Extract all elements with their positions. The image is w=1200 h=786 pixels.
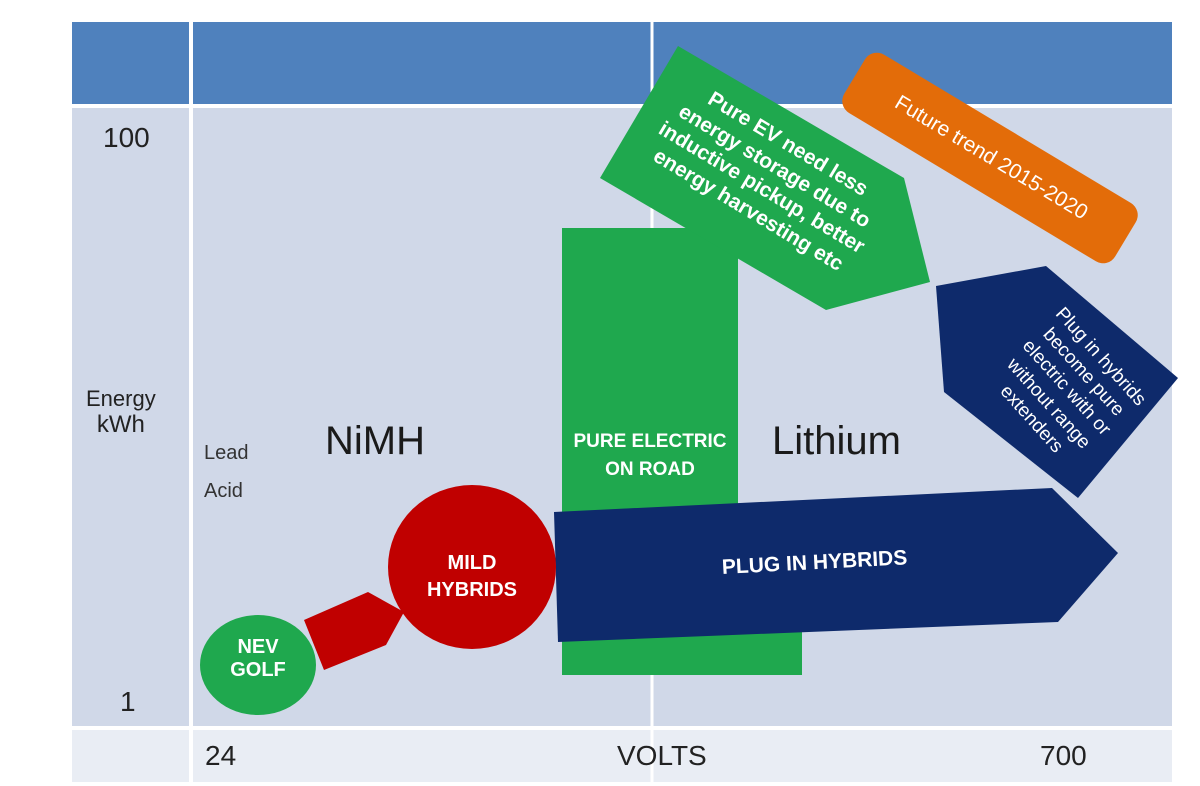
nev-golf-label: NEV GOLF	[222, 636, 294, 682]
y-axis-top-label: 100	[103, 122, 150, 153]
y-axis-bottom-label: 1	[120, 686, 136, 717]
pure-electric-label: PURE ELECTRIC ON ROAD	[562, 428, 738, 483]
lead-acid-line2: Acid	[204, 480, 243, 502]
mild-hybrids-label: MILD HYBRIDS	[412, 552, 532, 602]
plug-in-hybrids-arrow	[554, 488, 1118, 642]
y-axis-title-line1: Energy	[86, 386, 156, 411]
pure-electric-line1: PURE ELECTRIC	[573, 431, 727, 452]
future-trend-bar	[842, 52, 1138, 264]
nev-golf-line1: NEV	[237, 636, 279, 658]
lead-acid-line1: Lead	[204, 442, 249, 464]
x-axis-left-label: 24	[205, 740, 237, 771]
header-band	[72, 22, 1172, 106]
nev-to-mild-connector	[304, 592, 404, 670]
lithium-label: Lithium	[772, 419, 901, 463]
mild-hybrids-line1: MILD	[447, 552, 497, 574]
y-axis-title: Energy kWh	[86, 386, 156, 439]
nimh-label: NiMH	[325, 419, 425, 463]
mild-hybrids-circle	[388, 485, 556, 649]
nev-golf-circle	[200, 615, 316, 715]
nev-golf-line2: GOLF	[230, 659, 286, 681]
plug-in-future-shape	[936, 266, 1178, 498]
y-axis-title-line2: kWh	[96, 411, 145, 439]
pure-ev-callout-shape	[600, 46, 930, 310]
x-axis-title: VOLTS	[617, 740, 707, 771]
lead-acid-label: Lead Acid	[204, 434, 249, 510]
x-axis-right-label: 700	[1040, 740, 1087, 771]
mild-hybrids-line2: HYBRIDS	[426, 579, 517, 601]
x-axis-band	[72, 728, 1172, 782]
pure-electric-line2: ON ROAD	[605, 458, 695, 480]
